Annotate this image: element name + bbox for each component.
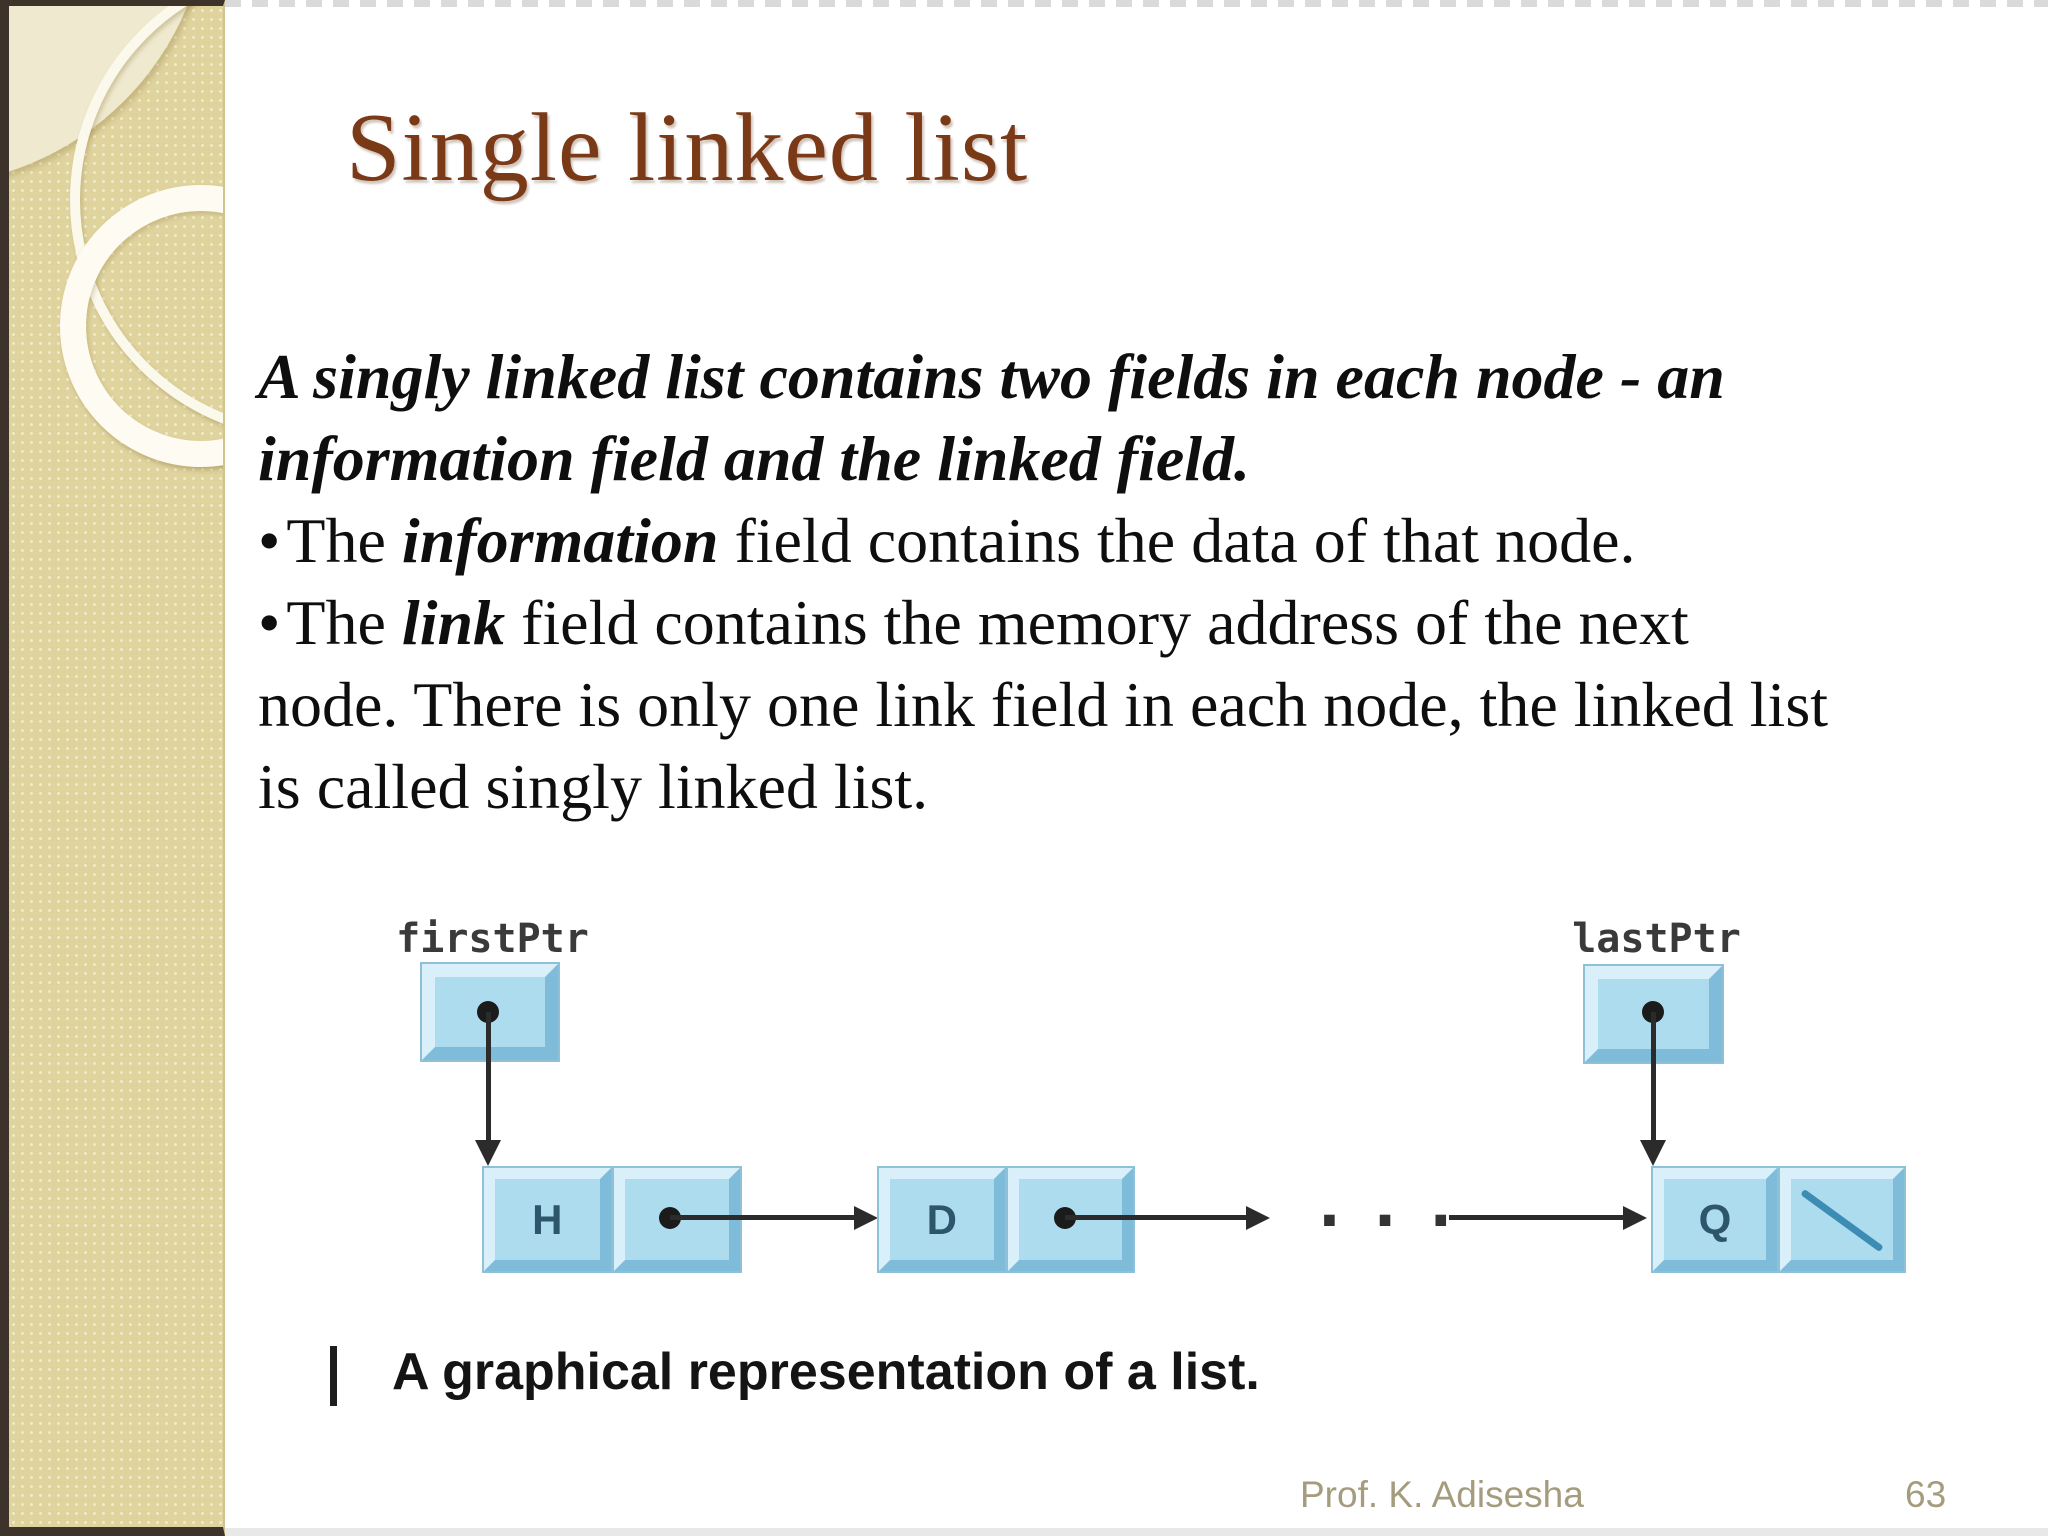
- bullet1-post: field contains the data of that node.: [718, 505, 1636, 576]
- bullet2-line-3: is called singly linked list.: [258, 751, 929, 822]
- intro-line-1: A singly linked list contains two fields…: [258, 341, 1725, 412]
- first-ptr-arrowhead-icon: [475, 1140, 501, 1166]
- intro-line-2: information field and the linked field.: [258, 423, 1251, 494]
- bullet2-emphasis: link: [401, 587, 506, 658]
- top-dashed-strip: [225, 0, 2048, 7]
- page-title: Single linked list: [346, 94, 1029, 202]
- node-q: Q: [1653, 1168, 1904, 1271]
- node-h-label: H: [532, 1195, 563, 1243]
- sidebar-decoration: [0, 0, 225, 1536]
- bottom-strip: [225, 1528, 2048, 1536]
- null-slash-icon: [1800, 1188, 1884, 1253]
- node-h: H: [484, 1168, 740, 1271]
- footer-author: Prof. K. Adisesha: [1300, 1474, 1584, 1515]
- first-ptr-arrow-line: [486, 1012, 491, 1140]
- bullet1-emphasis: information: [401, 505, 719, 576]
- caption-bar: |: [330, 1346, 337, 1406]
- bullet-glyph: •: [258, 587, 281, 658]
- bullet2-line-1: field contains the memory address of the…: [505, 587, 1689, 658]
- last-ptr-label: lastPtr: [1572, 916, 1741, 962]
- bullet2-line-2: node. There is only one link field in ea…: [258, 669, 1828, 740]
- footer-page-number: 63: [1905, 1474, 1947, 1515]
- arrow-ellipsis-to-q-line: [1449, 1215, 1623, 1220]
- node-q-data-cell: Q: [1653, 1168, 1777, 1271]
- ellipsis: · · ·: [1318, 1186, 1459, 1256]
- arrow-d-to-ellipsis-head-icon: [1246, 1206, 1270, 1230]
- intro-paragraph: A singly linked list contains two fields…: [258, 336, 1988, 500]
- node-h-data-cell: H: [484, 1168, 611, 1271]
- node-q-link-cell: [1780, 1168, 1904, 1271]
- last-ptr-arrowhead-icon: [1640, 1140, 1666, 1166]
- last-ptr-arrow-line: [1651, 1012, 1656, 1140]
- bullet-link: •The link field contains the memory addr…: [258, 582, 1988, 828]
- diagram-caption: A graphical representation of a list.: [392, 1343, 1260, 1401]
- node-d-label: D: [926, 1195, 957, 1243]
- first-ptr-label: firstPtr: [396, 916, 589, 962]
- arrow-ellipsis-to-q-head-icon: [1623, 1206, 1647, 1230]
- arrow-h-to-d-line: [670, 1215, 854, 1220]
- arrow-d-to-ellipsis-line: [1065, 1215, 1246, 1220]
- body-text: A singly linked list contains two fields…: [258, 336, 1988, 828]
- bullet1-pre: The: [286, 505, 402, 576]
- bullet2-pre: The: [286, 587, 402, 658]
- arrow-h-to-d-head-icon: [854, 1206, 878, 1230]
- node-d-data-cell: D: [879, 1168, 1005, 1271]
- node-q-label: Q: [1698, 1195, 1732, 1243]
- bullet-information: •The information field contains the data…: [258, 500, 1988, 582]
- bullet-glyph: •: [258, 505, 281, 576]
